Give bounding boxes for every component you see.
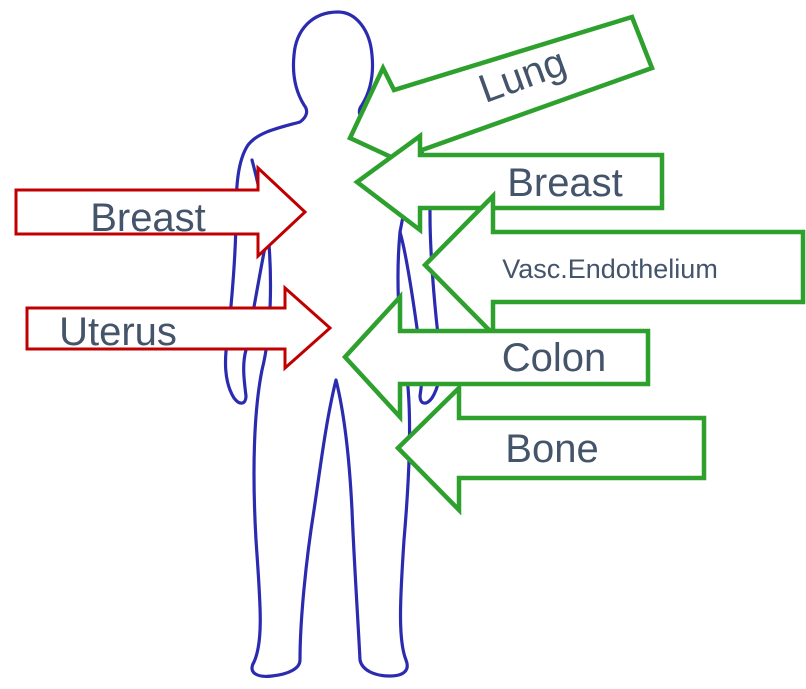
bone-label: Bone [505, 427, 598, 471]
colon-label: Colon [502, 336, 607, 380]
breast-left-label: Breast [90, 196, 206, 240]
uterus-label: Uterus [59, 310, 177, 354]
vasc-endothelium-label: Vasc.Endothelium [502, 254, 718, 284]
breast-right-label: Breast [507, 161, 623, 205]
